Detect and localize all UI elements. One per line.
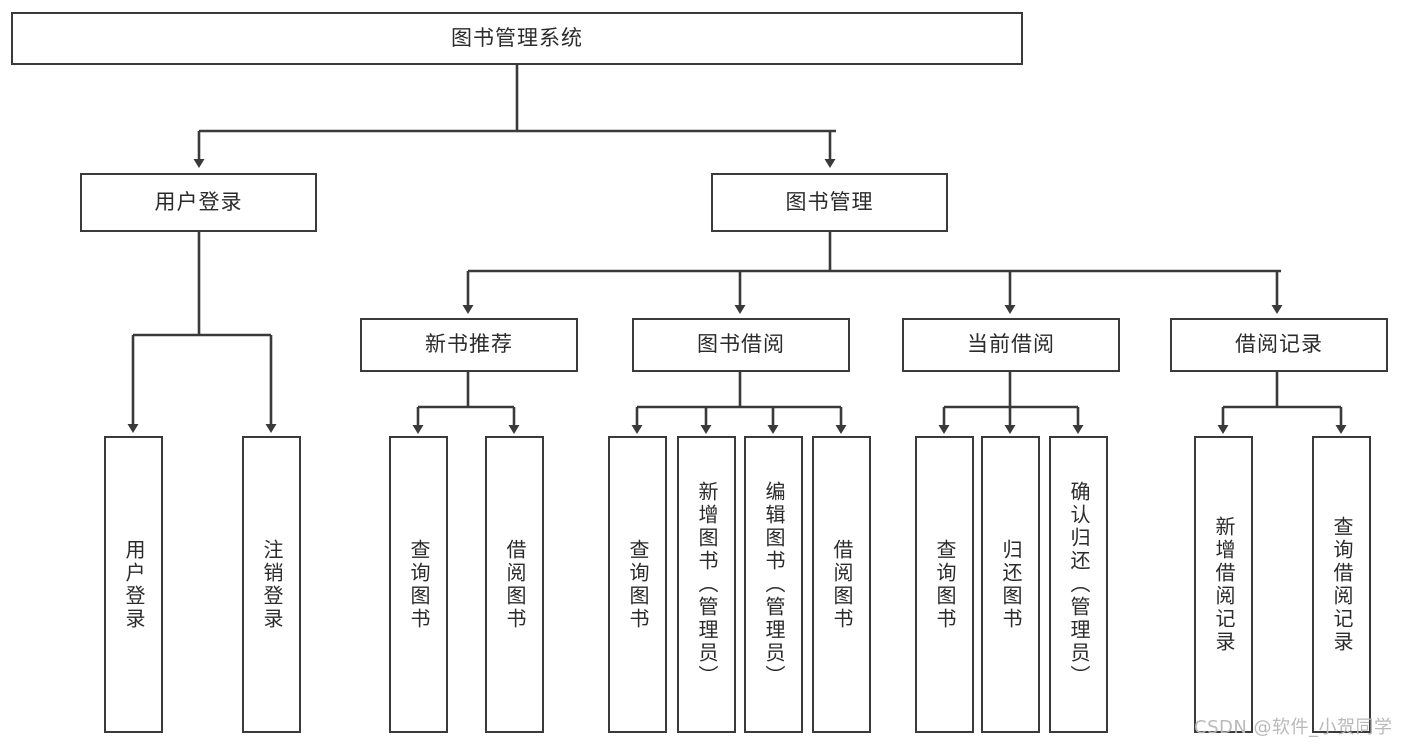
node-leaf-query-book-2-label: 查询图书 bbox=[626, 538, 650, 631]
node-leaf-borrow-book-1[interactable]: 借阅图书 bbox=[485, 436, 544, 733]
node-current-borrow[interactable]: 当前借阅 bbox=[902, 318, 1120, 372]
node-leaf-query-book-1-label: 查询图书 bbox=[407, 538, 431, 631]
node-leaf-user-login[interactable]: 用户登录 bbox=[104, 436, 163, 733]
node-leaf-logout[interactable]: 注销登录 bbox=[242, 436, 301, 733]
node-leaf-borrow-book-2-label: 借阅图书 bbox=[830, 538, 854, 631]
node-user-login[interactable]: 用户登录 bbox=[80, 173, 317, 232]
node-leaf-query-record-label: 查询借阅记录 bbox=[1330, 515, 1354, 654]
node-leaf-add-record[interactable]: 新增借阅记录 bbox=[1194, 436, 1253, 733]
node-leaf-confirm-return[interactable]: 确认归还（管理员） bbox=[1049, 436, 1108, 733]
node-leaf-borrow-book-2[interactable]: 借阅图书 bbox=[812, 436, 871, 733]
node-leaf-logout-label: 注销登录 bbox=[260, 538, 284, 631]
node-leaf-add-record-label: 新增借阅记录 bbox=[1212, 515, 1236, 654]
node-leaf-user-login-label: 用户登录 bbox=[122, 538, 146, 631]
node-leaf-return-book-label: 归还图书 bbox=[999, 538, 1023, 631]
node-leaf-edit-book[interactable]: 编辑图书（管理员） bbox=[744, 436, 803, 733]
node-user-login-label: 用户登录 bbox=[154, 189, 243, 214]
node-root-label: 图书管理系统 bbox=[451, 25, 583, 50]
node-book-manage[interactable]: 图书管理 bbox=[711, 173, 948, 232]
node-leaf-add-book-label: 新增图书（管理员） bbox=[695, 481, 719, 688]
node-leaf-edit-book-label: 编辑图书（管理员） bbox=[762, 481, 786, 688]
node-leaf-query-record[interactable]: 查询借阅记录 bbox=[1312, 436, 1371, 733]
node-leaf-return-book[interactable]: 归还图书 bbox=[981, 436, 1040, 733]
node-root[interactable]: 图书管理系统 bbox=[11, 12, 1023, 65]
node-leaf-confirm-return-label: 确认归还（管理员） bbox=[1067, 481, 1091, 688]
watermark-text: CSDN @软件_小贺同学 bbox=[1194, 717, 1393, 738]
node-book-borrow[interactable]: 图书借阅 bbox=[632, 318, 850, 372]
node-leaf-query-book-2[interactable]: 查询图书 bbox=[608, 436, 667, 733]
node-book-manage-label: 图书管理 bbox=[785, 189, 874, 214]
node-current-borrow-label: 当前借阅 bbox=[967, 332, 1055, 357]
node-borrow-record-label: 借阅记录 bbox=[1235, 332, 1323, 357]
node-leaf-query-book-3[interactable]: 查询图书 bbox=[915, 436, 974, 733]
node-book-borrow-label: 图书借阅 bbox=[697, 332, 785, 357]
node-leaf-add-book[interactable]: 新增图书（管理员） bbox=[677, 436, 736, 733]
node-leaf-query-book-1[interactable]: 查询图书 bbox=[389, 436, 448, 733]
node-borrow-record[interactable]: 借阅记录 bbox=[1170, 318, 1388, 372]
node-leaf-borrow-book-1-label: 借阅图书 bbox=[503, 538, 527, 631]
node-leaf-query-book-3-label: 查询图书 bbox=[933, 538, 957, 631]
node-new-book-recommend[interactable]: 新书推荐 bbox=[360, 318, 578, 372]
node-new-book-recommend-label: 新书推荐 bbox=[425, 332, 513, 357]
